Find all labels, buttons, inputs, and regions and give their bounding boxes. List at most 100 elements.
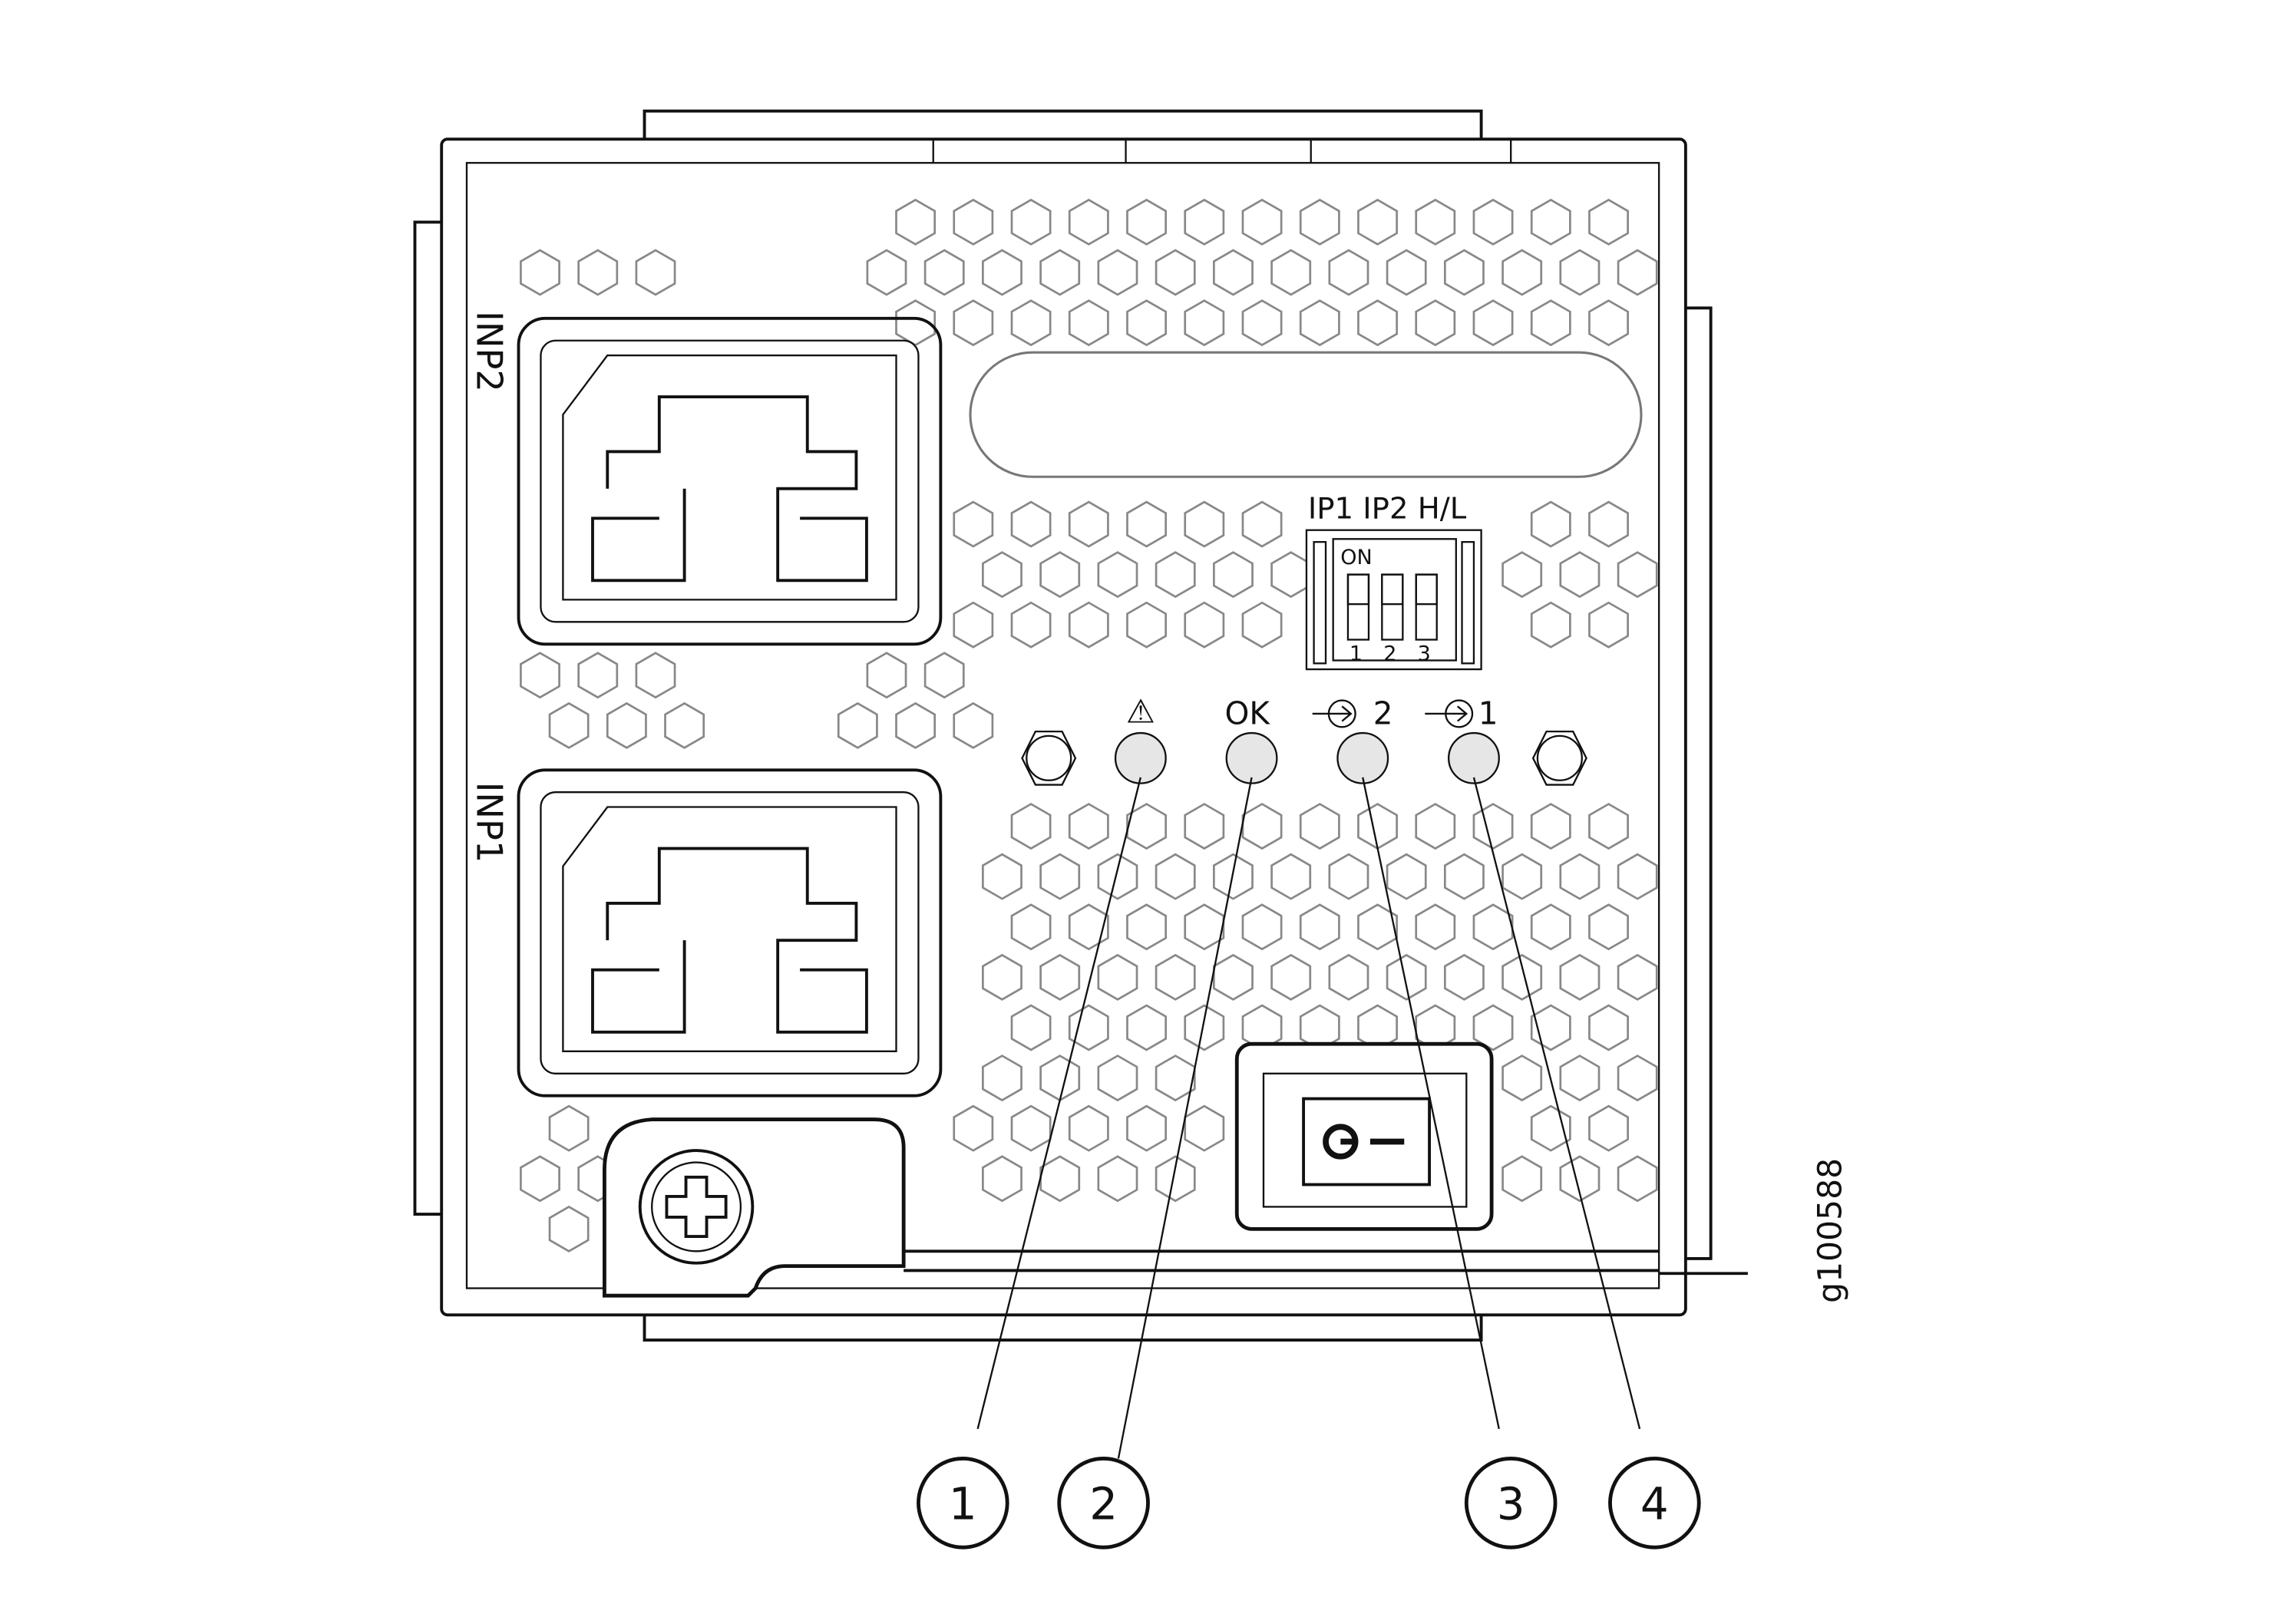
vent-hex — [1501, 1055, 1543, 1102]
vent-hex — [895, 299, 937, 347]
vent-hex — [1039, 249, 1081, 296]
callout-1: 1 — [917, 1457, 1009, 1550]
vent-hex — [1472, 198, 1514, 246]
vent-hex — [1328, 249, 1369, 296]
vent-hex — [1530, 299, 1571, 347]
vent-hex — [1184, 299, 1225, 347]
callout-2: 2 — [1057, 1457, 1150, 1550]
led-input2-label: 2 — [1373, 695, 1393, 731]
inp1-label: INP1 — [469, 782, 510, 863]
vent-hex — [982, 853, 1022, 900]
vent-hex — [1472, 1004, 1514, 1051]
vent-hex — [1184, 903, 1225, 951]
vent-hex — [1530, 1104, 1571, 1152]
vent-hex — [1443, 953, 1485, 1001]
vent-hex — [1068, 601, 1109, 649]
vent-hex — [953, 1104, 994, 1152]
vent-hex — [953, 198, 994, 246]
vent-hex — [1530, 803, 1571, 850]
vent-hex — [1039, 853, 1081, 900]
vent-hex — [1559, 953, 1601, 1001]
vent-hex — [606, 701, 647, 749]
vent-hex — [1299, 903, 1340, 951]
vent-hex — [1617, 551, 1658, 599]
vent-hex — [1415, 903, 1456, 951]
vent-hex — [1559, 853, 1601, 900]
vent-hex — [866, 652, 907, 699]
vent-hex — [1010, 803, 1052, 850]
vent-hex — [577, 652, 619, 699]
handle-slot[interactable] — [969, 351, 1643, 478]
dip-switch[interactable] — [1305, 529, 1482, 671]
vent-hex — [1213, 953, 1254, 1001]
vent-hex — [1184, 500, 1225, 548]
vent-hex — [1386, 853, 1427, 900]
vent-hex — [1357, 198, 1398, 246]
vent-hex — [548, 1205, 590, 1253]
vent-hex — [1068, 198, 1109, 246]
vent-hex — [1443, 853, 1485, 900]
vent-hex — [1126, 601, 1168, 649]
vent-hex — [1241, 299, 1283, 347]
input-arrow-icon — [1425, 699, 1474, 728]
vent-hex — [1039, 551, 1081, 599]
vent-hex — [895, 701, 937, 749]
vent-hex — [1270, 853, 1312, 900]
vent-hex — [664, 701, 705, 749]
hex-nut-left — [1021, 730, 1077, 786]
vent-hex — [1184, 601, 1225, 649]
vent-hex — [982, 953, 1022, 1001]
vent-hex — [548, 1104, 590, 1152]
vent-hex — [923, 652, 965, 699]
vent-hex — [895, 198, 937, 246]
vent-hex — [1241, 601, 1283, 649]
vent-hex — [953, 299, 994, 347]
vent-hex — [1184, 803, 1225, 850]
vent-hex — [1588, 803, 1629, 850]
svg-text:2: 2 — [1089, 1478, 1118, 1530]
vent-hex — [1559, 249, 1601, 296]
vent-hex — [1155, 249, 1196, 296]
inp2-connector[interactable] — [517, 316, 943, 646]
power-switch[interactable] — [1234, 1041, 1494, 1231]
vent-hex — [1530, 500, 1571, 548]
captive-screw[interactable] — [603, 1117, 906, 1298]
svg-text:4: 4 — [1640, 1478, 1669, 1530]
vent-hex — [1501, 853, 1543, 900]
vent-hex — [1386, 249, 1427, 296]
vent-hex — [1213, 551, 1254, 599]
vent-hex — [953, 601, 994, 649]
vent-hex — [1588, 903, 1629, 951]
inp1-connector[interactable] — [517, 768, 943, 1097]
vent-hex — [1241, 903, 1283, 951]
vent-hex — [1415, 803, 1456, 850]
vent-hex — [1241, 500, 1283, 548]
vent-hex — [1241, 803, 1283, 850]
hex-nut-right — [1531, 730, 1587, 786]
vent-hex — [1068, 903, 1109, 951]
vent-hex — [1126, 903, 1168, 951]
vent-hex — [1299, 299, 1340, 347]
vent-hex — [1184, 1004, 1225, 1051]
vent-hex — [1588, 500, 1629, 548]
vent-hex — [866, 249, 907, 296]
vent-hex — [1068, 1104, 1109, 1152]
vent-hex — [1299, 803, 1340, 850]
vent-hex — [1530, 1004, 1571, 1051]
vent-hex — [1501, 953, 1543, 1001]
vent-hex — [1155, 1055, 1196, 1102]
vent-hex — [1010, 1104, 1052, 1152]
vent-hex — [1010, 299, 1052, 347]
vent-hex — [1097, 249, 1138, 296]
vent-hex — [1097, 953, 1138, 1001]
vent-hex — [1155, 953, 1196, 1001]
vent-hex — [923, 249, 965, 296]
vent-hex — [1155, 1155, 1196, 1203]
vent-hex — [1126, 198, 1168, 246]
vent-hex — [1126, 1104, 1168, 1152]
vent-hex — [982, 249, 1022, 296]
vent-hex — [1415, 198, 1456, 246]
led-input1 — [1448, 731, 1500, 784]
vent-hex — [837, 701, 878, 749]
